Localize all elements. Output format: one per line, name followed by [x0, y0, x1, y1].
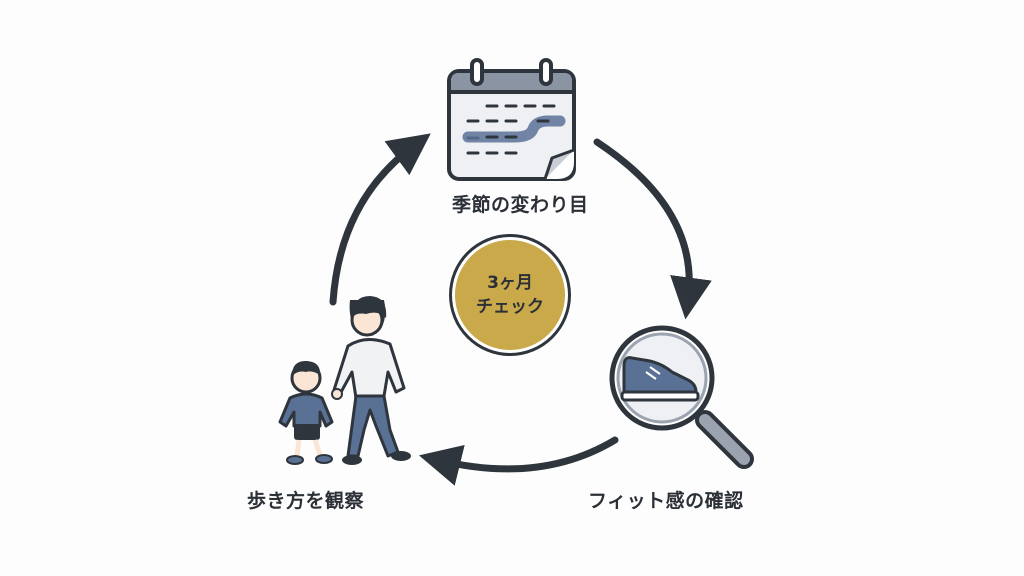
parent-child-walking-icon	[278, 296, 411, 465]
magnifier-shoe-icon	[609, 325, 754, 469]
arrow-calendar-to-fit	[593, 138, 712, 320]
center-check-badge: 3ヶ月 チェック	[452, 237, 568, 353]
center-badge-line1: 3ヶ月	[487, 273, 533, 293]
arrow-fit-to-walk	[418, 436, 619, 486]
calendar-icon	[447, 58, 576, 181]
step-label-season-change: 季節の変わり目	[452, 194, 589, 216]
center-badge-line2: チェック	[476, 297, 544, 317]
shoe-icon	[620, 356, 700, 402]
step-label-fit-check: フィット感の確認	[588, 490, 744, 512]
step-label-walk-observation: 歩き方を観察	[247, 490, 365, 512]
arrow-walk-to-calendar	[329, 133, 431, 306]
